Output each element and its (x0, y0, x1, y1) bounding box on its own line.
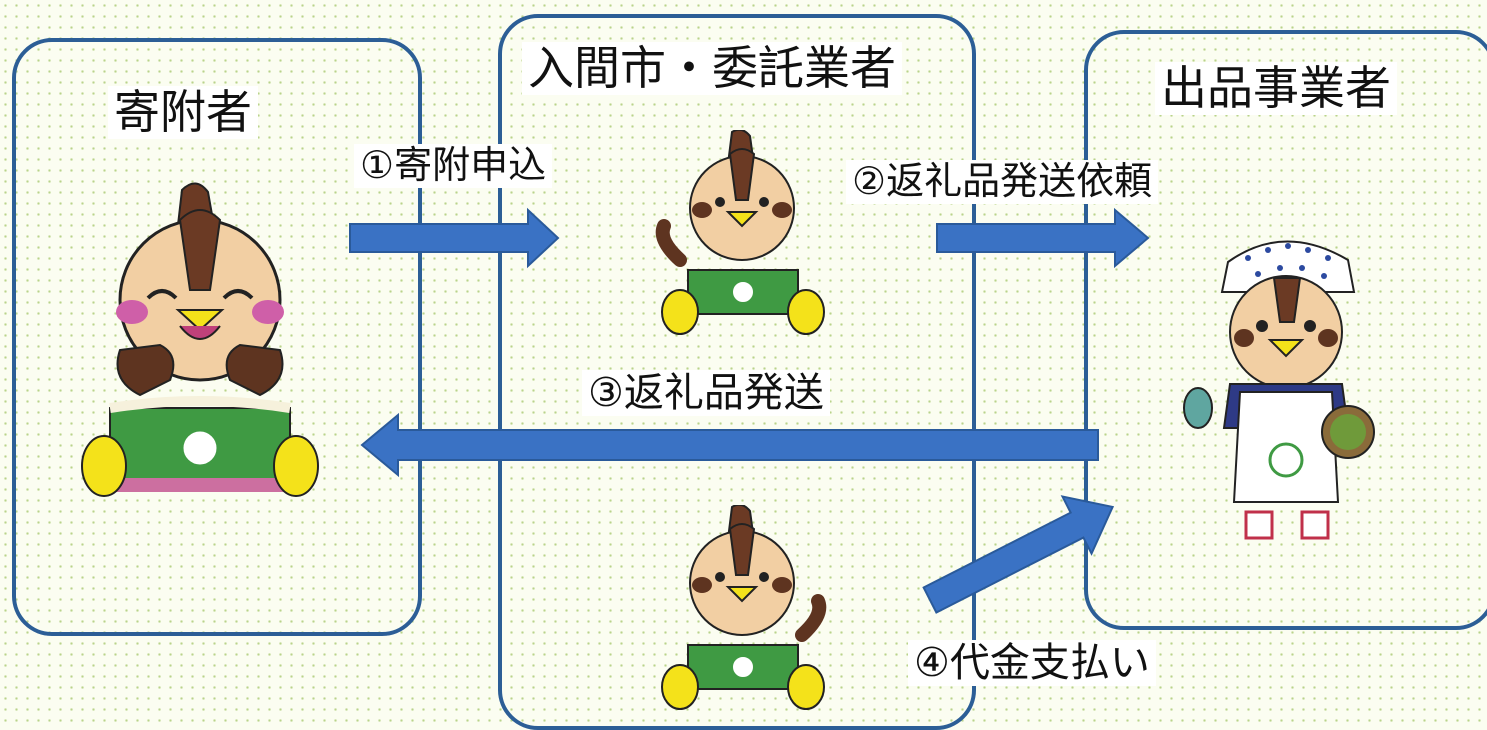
step1-label: ①寄附申込 (354, 143, 553, 188)
arrow-step1 (349, 207, 560, 269)
vendor-panel (1084, 30, 1487, 630)
city-title: 入間市・委託業者 (522, 42, 902, 95)
arrow-step3 (360, 412, 1099, 478)
donor-title: 寄附者 (108, 86, 258, 139)
step2-label: ②返礼品発送依頼 (846, 159, 1159, 204)
mascot-waving-bottom-icon (661, 505, 827, 710)
mascot-happy-icon (81, 182, 319, 497)
vendor-title: 出品事業者 (1155, 62, 1397, 115)
arrow-step2 (936, 207, 1150, 269)
mascot-tea-farmer-icon (1183, 240, 1375, 540)
step4-label: ④代金支払い (908, 640, 1156, 686)
donor-panel (12, 38, 422, 636)
arrow-step4 (922, 495, 1115, 614)
step3-label: ③返礼品発送 (582, 370, 830, 416)
mascot-waving-top-icon (655, 130, 825, 335)
